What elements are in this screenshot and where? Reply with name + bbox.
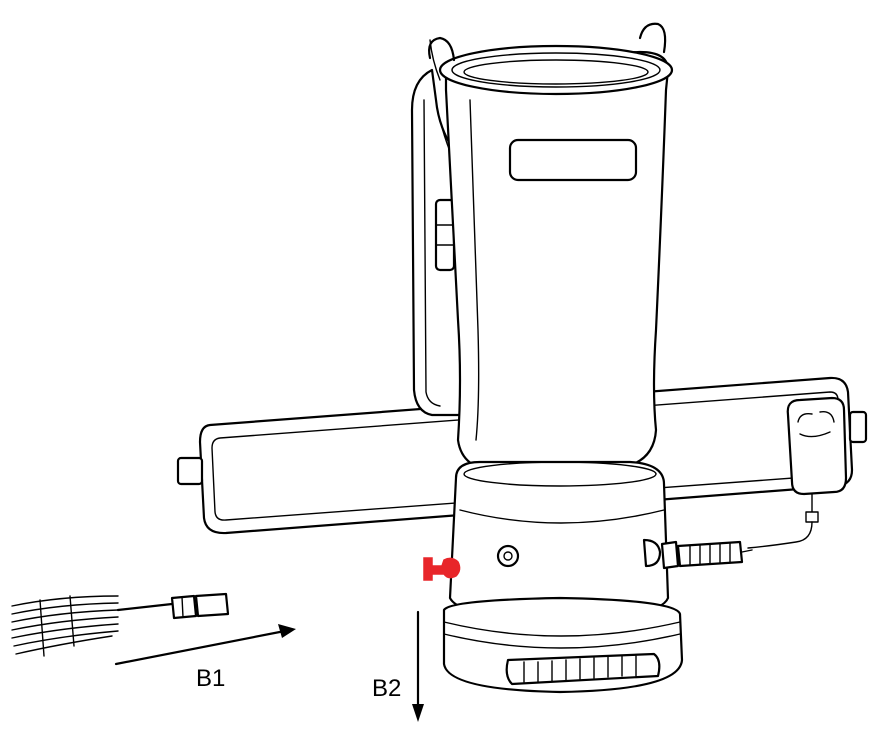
power-cord: [11, 592, 230, 657]
arrow-b1: [114, 624, 296, 666]
vent-grille: [505, 652, 661, 686]
base-ring: [442, 596, 684, 694]
bar-right-end-cap: [848, 410, 868, 444]
motor-head: [448, 460, 670, 622]
bar-left-end-cap: [176, 456, 204, 486]
red-latch: [423, 557, 461, 581]
vacuum-tank: [428, 22, 674, 474]
label-b1: B1: [196, 665, 225, 692]
arrow-b2: [412, 610, 424, 722]
label-b2: B2: [372, 675, 401, 702]
cord-connector: [660, 540, 753, 570]
left-lid-clip: [428, 36, 456, 62]
label-plate: [508, 138, 638, 182]
power-adapter: [747, 396, 848, 549]
right-port: [642, 538, 662, 568]
plug-head: [194, 592, 230, 618]
right-lid-clip: [638, 22, 667, 54]
left-port: [496, 544, 520, 568]
